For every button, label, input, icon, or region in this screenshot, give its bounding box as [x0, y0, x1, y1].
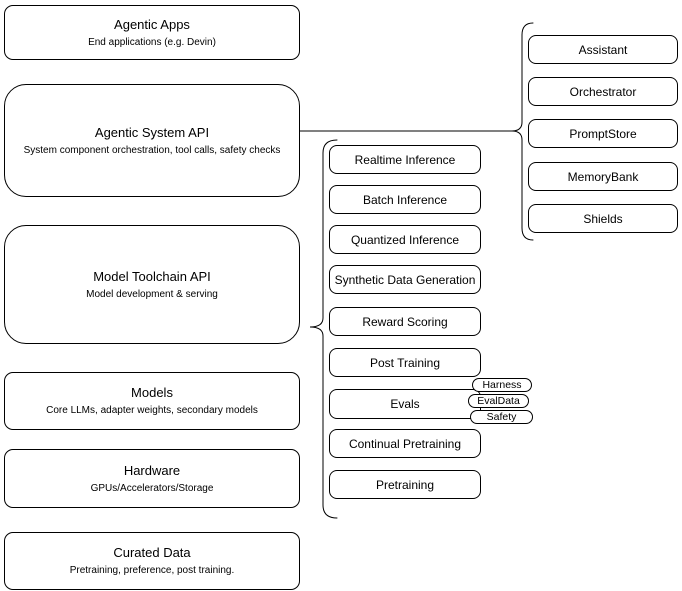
eval-badge-harness: Harness: [472, 378, 532, 392]
toolchain-item-synthetic-data-generation: Synthetic Data Generation: [329, 265, 481, 294]
component-memorybank: MemoryBank: [528, 162, 678, 191]
layer-hardware: Hardware GPUs/Accelerators/Storage: [4, 449, 300, 508]
layer-title: Agentic System API: [94, 124, 210, 140]
layer-title: Hardware: [123, 462, 181, 478]
eval-badge-safety: Safety: [470, 410, 533, 424]
toolchain-item-reward-scoring: Reward Scoring: [329, 307, 481, 336]
layer-subtitle: Core LLMs, adapter weights, secondary mo…: [46, 405, 258, 416]
layer-models: Models Core LLMs, adapter weights, secon…: [4, 372, 300, 430]
layer-subtitle: GPUs/Accelerators/Storage: [90, 482, 214, 494]
layer-model-toolchain-api: Model Toolchain API Model development & …: [4, 225, 300, 344]
layer-subtitle: Pretraining, preference, post training.: [69, 565, 235, 576]
toolchain-item-pretraining: Pretraining: [329, 470, 481, 499]
toolchain-item-batch-inference: Batch Inference: [329, 185, 481, 214]
toolchain-item-quantized-inference: Quantized Inference: [329, 225, 481, 254]
component-promptstore: PromptStore: [528, 119, 678, 148]
eval-badge-evaldata: EvalData: [468, 394, 529, 408]
toolchain-item-evals: Evals: [329, 389, 481, 419]
toolchain-item-continual-pretraining: Continual Pretraining: [329, 429, 481, 458]
layer-agentic-apps: Agentic Apps End applications (e.g. Devi…: [4, 5, 300, 60]
toolchain-item-post-training: Post Training: [329, 348, 481, 377]
layer-title: Model Toolchain API: [93, 268, 211, 284]
layer-subtitle: System component orchestration, tool cal…: [23, 144, 281, 156]
component-assistant: Assistant: [528, 35, 678, 64]
component-orchestrator: Orchestrator: [528, 77, 678, 106]
component-shields: Shields: [528, 204, 678, 233]
layer-curated-data: Curated Data Pretraining, preference, po…: [4, 532, 300, 590]
layer-subtitle: End applications (e.g. Devin): [88, 36, 216, 48]
layer-title: Curated Data: [113, 545, 191, 560]
layer-title: Models: [131, 385, 173, 400]
layer-title: Agentic Apps: [114, 16, 190, 32]
layer-agentic-system-api: Agentic System API System component orch…: [4, 84, 300, 197]
layer-subtitle: Model development & serving: [86, 288, 218, 300]
toolchain-item-realtime-inference: Realtime Inference: [329, 145, 481, 174]
